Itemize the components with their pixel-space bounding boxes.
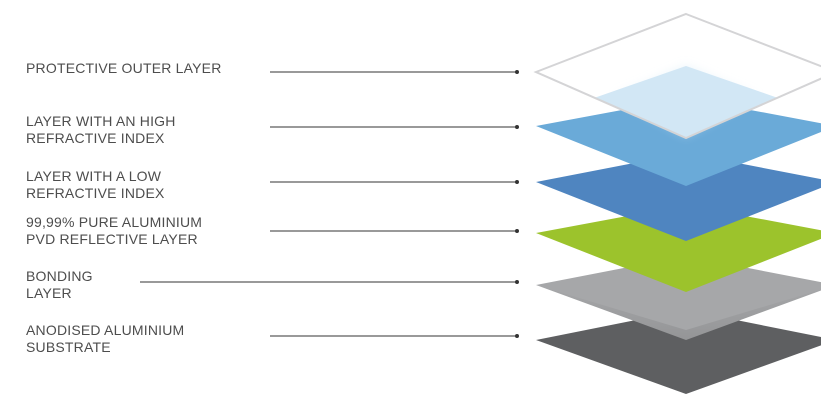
leader-line-high-refractive [270,125,519,129]
label-bonding-layer: BONDING LAYER [26,268,93,302]
label-line: LAYER WITH A LOW [26,168,162,184]
leader-line-protective [270,70,519,74]
label-line: REFRACTIVE INDEX [26,185,165,201]
leader-lines [140,70,519,338]
label-aluminium-pvd-layer: 99,99% PURE ALUMINIUM PVD REFLECTIVE LAY… [26,214,202,248]
layer-bonding [536,256,821,340]
leader-line-low-refractive [270,180,519,184]
label-line: SUBSTRATE [26,339,111,355]
label-substrate-layer: ANODISED ALUMINIUM SUBSTRATE [26,322,184,356]
label-line: LAYER [26,285,72,301]
label-line: BONDING [26,268,93,284]
layer-protective-outer [533,12,821,140]
label-line: ANODISED ALUMINIUM [26,322,185,338]
leader-line-bonding [140,280,519,284]
label-line: PROTECTIVE OUTER LAYER [26,60,222,76]
label-line: 99,99% PURE ALUMINIUM [26,214,203,230]
layer-substrate [536,310,821,394]
label-high-refractive-layer: LAYER WITH AN HIGH REFRACTIVE INDEX [26,113,176,147]
label-line: REFRACTIVE INDEX [26,130,165,146]
label-line: LAYER WITH AN HIGH [26,113,176,129]
layer-aluminium-pvd [536,205,821,292]
label-low-refractive-layer: LAYER WITH A LOW REFRACTIVE INDEX [26,168,165,202]
layer-low-refractive [536,153,821,241]
leader-line-aluminium-pvd [270,229,519,233]
label-line: PVD REFLECTIVE LAYER [26,231,198,247]
label-protective-outer-layer: PROTECTIVE OUTER LAYER [26,60,222,77]
leader-line-substrate [270,334,519,338]
